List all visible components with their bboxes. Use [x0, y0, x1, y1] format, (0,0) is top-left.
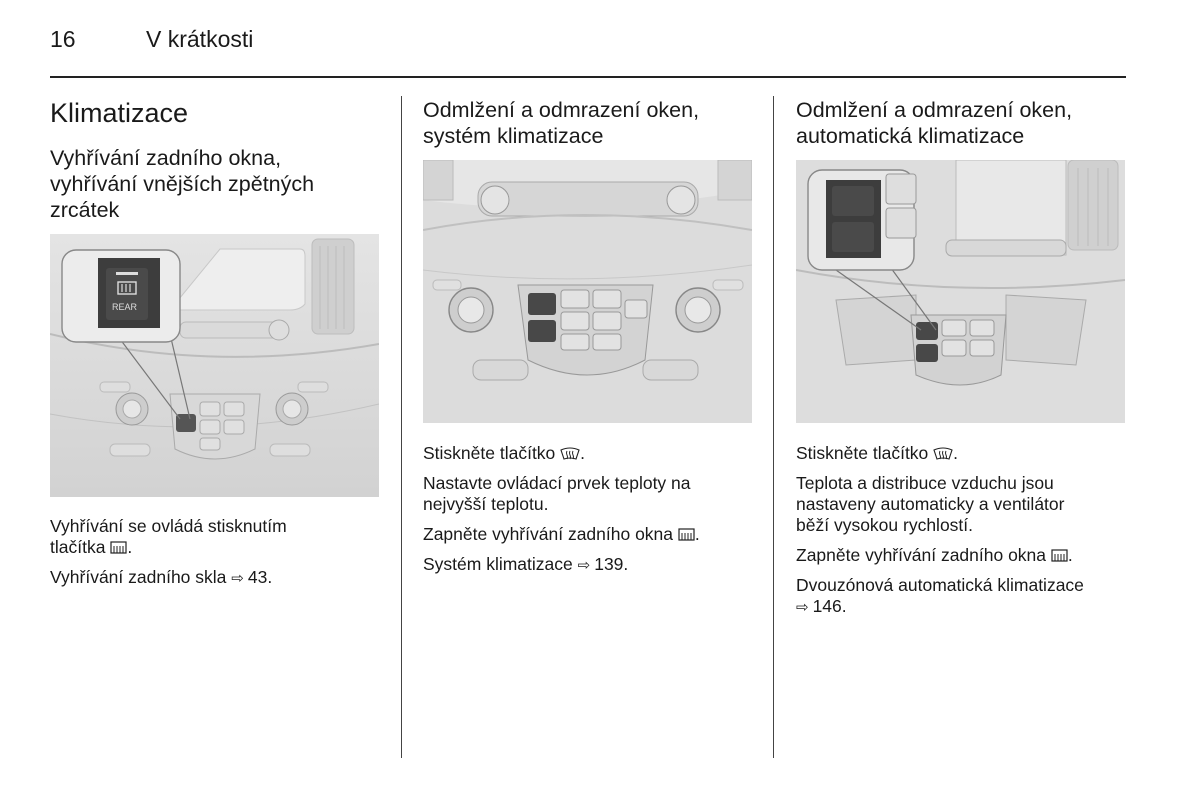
- climate-panel-illustration: REAR: [50, 234, 379, 497]
- paragraph: Nastavte ovládací prvek teploty na nejvy…: [423, 473, 763, 515]
- paragraph: Stiskněte tlačítko .: [796, 443, 959, 463]
- column-2-body: Stiskněte tlačítko . Nastavte ovládací p…: [423, 443, 763, 585]
- paragraph-text: Teplota a distribuce vzduchu jsou: [796, 473, 1054, 493]
- windscreen-defrost-icon: [560, 447, 580, 460]
- subsection-title-line: Odmlžení a odmrazení oken,: [796, 98, 1073, 122]
- paragraph: Vyhřívání zadního skla 43.: [50, 567, 385, 589]
- paragraph: Teplota a distribuce vzduchu jsou nastav…: [796, 473, 1136, 536]
- paragraph-text: Zapněte vyhřívání zadního okna: [796, 545, 1047, 565]
- paragraph-text: Stiskněte tlačítko: [796, 443, 929, 463]
- subsection-title-line: Odmlžení a odmrazení oken,: [423, 98, 700, 122]
- climate-panel-illustration: [423, 160, 752, 423]
- subsection-title: Vyhřívání zadního okna, vyhřívání vnější…: [50, 145, 385, 223]
- paragraph-text: Zapněte vyhřívání zadního okna: [423, 524, 674, 544]
- subsection-title-line: Vyhřívání zadního okna,: [50, 146, 282, 170]
- paragraph-text: nastaveny automaticky a ventilátor: [796, 494, 1065, 514]
- climate-panel-illustration: [796, 160, 1125, 423]
- section-title: V krátkosti: [146, 26, 254, 52]
- subsection-title: Odmlžení a odmrazení oken, automatická k…: [796, 97, 1131, 149]
- column-3-body: Stiskněte tlačítko . Teplota a distribuc…: [796, 443, 1136, 627]
- column-2: Odmlžení a odmrazení oken, systém klimat…: [423, 97, 758, 149]
- paragraph-text: Vyhřívání zadního skla: [50, 567, 227, 587]
- paragraph-text: Nastavte ovládací prvek teploty na: [423, 473, 691, 493]
- subsection-title: Odmlžení a odmrazení oken, systém klimat…: [423, 97, 758, 149]
- column-divider: [401, 96, 402, 758]
- paragraph-text: tlačítka: [50, 537, 106, 557]
- page-reference[interactable]: 146.: [796, 596, 847, 616]
- paragraph-text: Stiskněte tlačítko: [423, 443, 556, 463]
- paragraph-text: běží vysokou rychlostí.: [796, 515, 974, 535]
- column-1: Klimatizace Vyhřívání zadního okna, vyhř…: [50, 97, 385, 223]
- column-3: Odmlžení a odmrazení oken, automatická k…: [796, 97, 1131, 149]
- rear-button-label: REAR: [112, 302, 138, 312]
- paragraph: Zapněte vyhřívání zadního okna .: [423, 524, 700, 544]
- paragraph: Dvouzónová automatická klimatizace 146.: [796, 575, 1136, 618]
- page-reference[interactable]: 139.: [578, 554, 629, 574]
- paragraph: Stiskněte tlačítko .: [423, 443, 586, 463]
- paragraph-text: Dvouzónová automatická klimatizace: [796, 575, 1084, 595]
- paragraph: Systém klimatizace 139.: [423, 554, 763, 576]
- windscreen-defrost-icon: [933, 447, 953, 460]
- subsection-title-line: automatická klimatizace: [796, 124, 1025, 148]
- paragraph-text: Systém klimatizace: [423, 554, 573, 574]
- page-number: 16: [50, 26, 76, 52]
- page-reference[interactable]: 43.: [231, 567, 272, 587]
- rear-window-heat-icon: [1051, 549, 1068, 562]
- rear-window-heat-icon: [678, 528, 695, 541]
- paragraph-text: Vyhřívání se ovládá stisknutím: [50, 516, 287, 536]
- paragraph-text: nejvyšší teplotu.: [423, 494, 549, 514]
- paragraph: Zapněte vyhřívání zadního okna .: [796, 545, 1073, 565]
- subsection-title-line: zrcátek: [50, 198, 120, 222]
- subsection-title-line: vyhřívání vnějších zpětných: [50, 172, 315, 196]
- rear-window-heat-icon: [110, 541, 127, 554]
- paragraph: Vyhřívání se ovládá stisknutím tlačítka …: [50, 516, 287, 557]
- column-divider: [773, 96, 774, 758]
- subsection-title-line: systém klimatizace: [423, 124, 604, 148]
- chapter-title: Klimatizace: [50, 98, 189, 128]
- column-1-body: Vyhřívání se ovládá stisknutím tlačítka …: [50, 516, 385, 598]
- header-rule: [50, 76, 1126, 78]
